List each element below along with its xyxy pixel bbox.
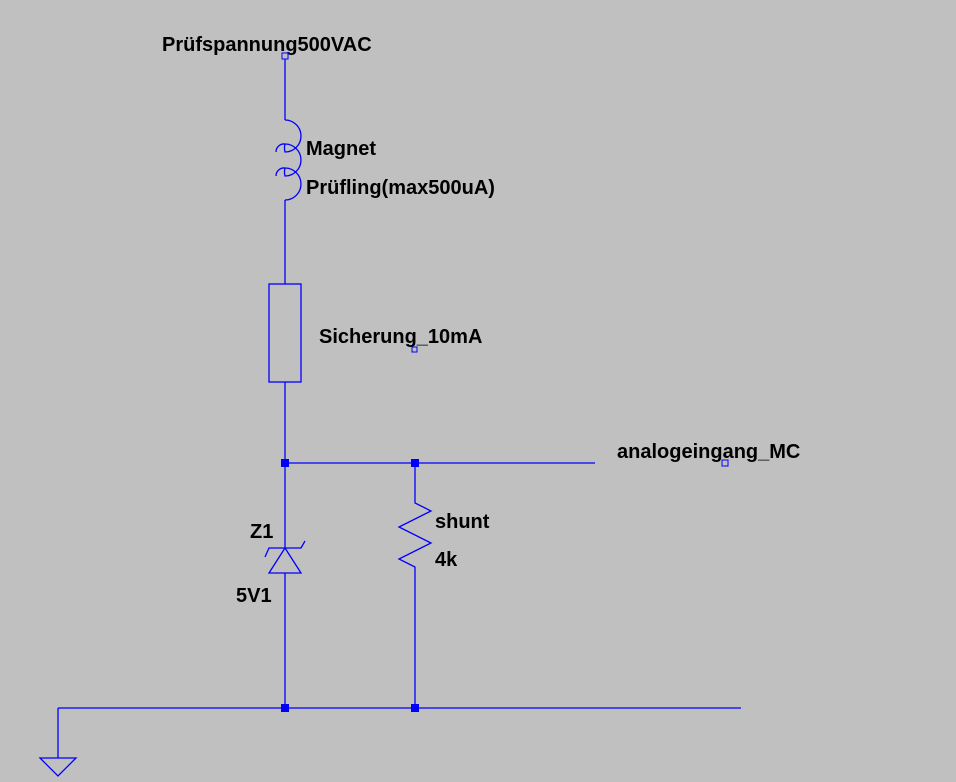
fuse-symbol[interactable] <box>268 283 302 383</box>
resistor-symbol[interactable] <box>397 495 433 575</box>
fuse-name[interactable]: Sicherung_10mA <box>319 326 482 348</box>
fuse-label-anchor <box>411 346 418 353</box>
resistor-value[interactable]: 4k <box>435 549 458 571</box>
inductor-symbol[interactable] <box>275 119 302 201</box>
zener-name[interactable]: Z1 <box>250 521 273 543</box>
inductor-name[interactable]: Magnet <box>306 138 376 160</box>
net-label-test-voltage[interactable]: Prüfspannung500VAC <box>162 34 372 56</box>
net-flag-analog-input[interactable] <box>721 459 729 467</box>
zener-value[interactable]: 5V1 <box>236 585 272 607</box>
net-label-analog-input[interactable]: analogeingang_MC <box>617 441 800 463</box>
junction-dot <box>411 704 419 712</box>
junction-dot <box>281 704 289 712</box>
inductor-value[interactable]: Prüfling(max500uA) <box>306 177 495 199</box>
ground-symbol[interactable] <box>38 708 78 777</box>
resistor-name[interactable]: shunt <box>435 511 490 533</box>
